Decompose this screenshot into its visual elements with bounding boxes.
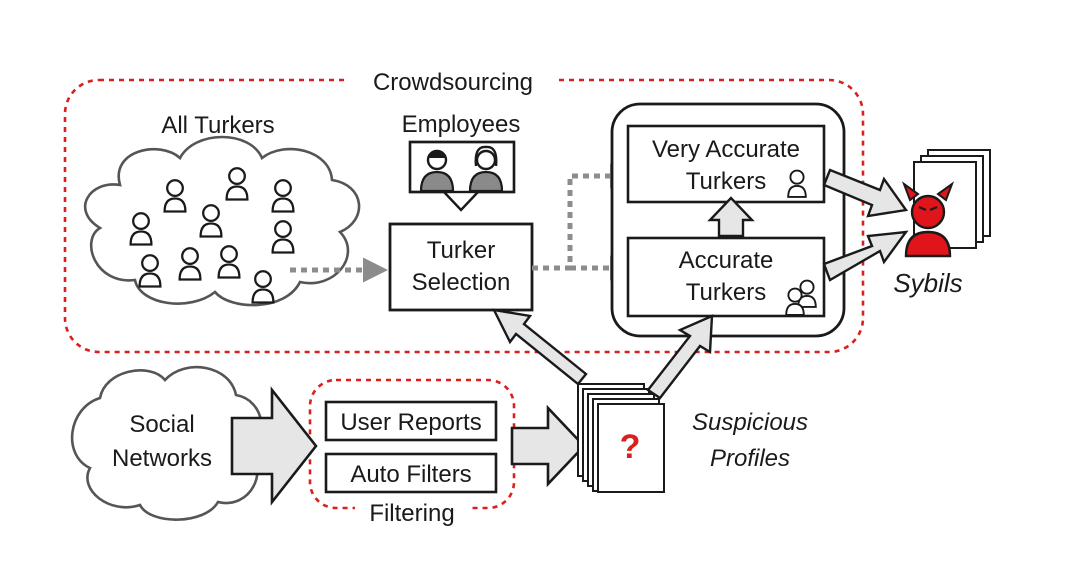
- employee-icon: [408, 140, 516, 212]
- social-networks-line1: Social: [129, 411, 194, 438]
- social-networks-line2: Networks: [112, 445, 212, 472]
- very-accurate-line2: Turkers: [686, 168, 766, 195]
- promote-arrow: [707, 196, 755, 238]
- arrow-profiles-to-selection: [491, 308, 588, 386]
- arrow-accurate-to-sybils: [822, 230, 909, 282]
- crowdsourcing-group: Crowdsourcing: [63, 64, 865, 354]
- arrow-social-to-filtering: [230, 386, 318, 506]
- suspicious-profiles-line1: Suspicious: [692, 409, 808, 436]
- turker-selection-line2: Selection: [412, 269, 511, 296]
- user-reports-box: User Reports: [324, 400, 498, 442]
- all-turkers-label: All Turkers: [161, 112, 274, 139]
- suspicious-profile-stack: ?: [577, 383, 665, 493]
- arrow-filtering-to-profiles: [510, 404, 586, 488]
- auto-filters-label: Auto Filters: [350, 461, 471, 488]
- devil-icon: [901, 181, 955, 258]
- user-reports-label: User Reports: [340, 409, 481, 436]
- turker-selection-box: Turker Selection: [388, 222, 534, 312]
- arrow-profiles-to-accurate: [646, 314, 714, 400]
- filtering-label: Filtering: [369, 500, 454, 527]
- crowdsourcing-label: Crowdsourcing: [373, 69, 533, 96]
- auto-filters-box: Auto Filters: [324, 452, 498, 494]
- employees-label: Employees: [402, 111, 521, 138]
- sybils-label: Sybils: [893, 268, 962, 298]
- social-networks-cloud: Social Networks: [70, 365, 263, 521]
- very-accurate-turkers-box: Very Accurate Turkers: [626, 124, 826, 204]
- arrow-very-accurate-to-sybils: [822, 168, 909, 218]
- very-accurate-line1: Very Accurate: [652, 136, 800, 163]
- accurate-turkers-box: Accurate Turkers: [626, 236, 826, 318]
- accurate-line2: Turkers: [686, 279, 766, 306]
- question-mark-icon: ?: [620, 428, 641, 466]
- turker-selection-line1: Turker: [427, 237, 495, 264]
- dotted-arrow-selection-to-very-accurate: [532, 163, 635, 271]
- accurate-line1: Accurate: [679, 247, 774, 274]
- suspicious-profiles-line2: Profiles: [710, 445, 790, 472]
- all-turkers-cloud: [83, 135, 361, 307]
